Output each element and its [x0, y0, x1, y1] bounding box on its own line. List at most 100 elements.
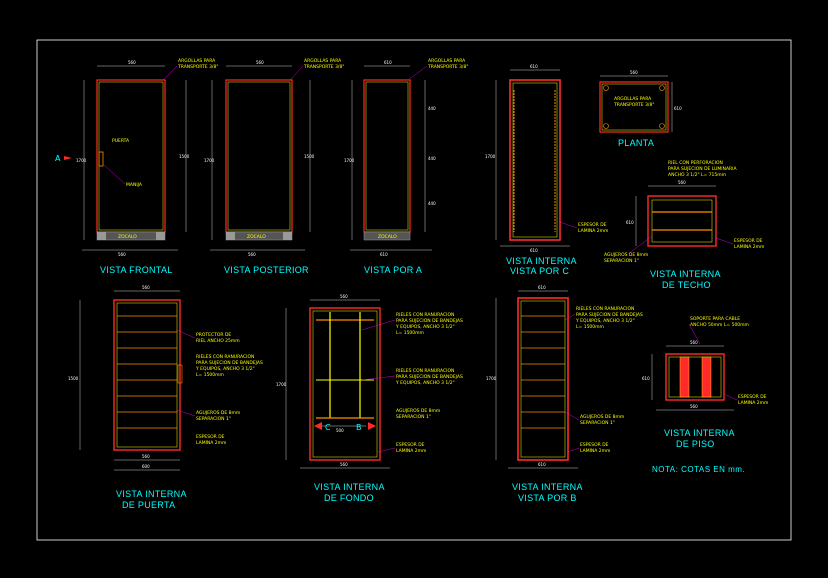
label-rieles-ranuras-3: Y EQUIPOS, ANCHO 3 1/2": [395, 324, 455, 330]
label-riel-perforado-3: ANCHO 3 1/2" L= 715mm: [668, 172, 726, 178]
label-espesor-2: LAMINA 2mm: [580, 448, 610, 454]
label-rieles-ranuras-3: Y EQUIPOS, ANCHO 3 1/2": [195, 366, 255, 372]
back-panel: [227, 81, 291, 231]
dim-bottom: 560: [340, 462, 348, 467]
view-interna-fondo: 560 C B 500 1700 RIELES CON RANURACION P…: [276, 294, 463, 503]
dim-total-height: 1700: [204, 158, 215, 163]
label-protector: PROTECTOR DE: [196, 332, 231, 338]
cable-support-2: [701, 356, 712, 398]
label-espesor: ESPESOR DE: [738, 394, 767, 400]
label-rieles-ranuras: RIELES CON RANURACION: [396, 312, 454, 318]
view-interna-puerta: 560 1500 PROTECTOR DE RIEL ANCHO 25mm RI…: [68, 285, 263, 510]
dim-depth: 610: [626, 220, 634, 225]
dim-rail-span: 500: [336, 428, 344, 433]
title-vista-interna-puerta: VISTA INTERNA: [116, 489, 187, 499]
door-inner-panel: [116, 302, 178, 448]
view-interna-piso: SOPORTE PARA CABLE ANCHO 50mm L= 500mm 5…: [642, 316, 768, 474]
label-manija: MANIJA: [126, 182, 143, 188]
dim-bottom: 560: [118, 252, 126, 257]
floor-outline: [665, 353, 725, 401]
label-espesor-2: LAMINA 2mm: [196, 440, 226, 446]
title-vista-interna-b: VISTA INTERNA: [512, 482, 583, 492]
door-latch: [177, 364, 183, 384]
ceiling-inner: [651, 199, 713, 243]
inner-wall: [512, 82, 558, 238]
label-espesor-2: LAMINA 2mm: [738, 400, 768, 406]
label-agujeros: AGUJEROS DE 8mm: [196, 410, 240, 416]
label-rieles-ranuras-3: Y EQUIPOS, ANCHO 3 1/2": [575, 318, 635, 324]
dim-bottom: 610: [380, 252, 388, 257]
plan-inner: [601, 83, 667, 131]
dim-bottom: 560: [142, 454, 150, 459]
cable-support-1: [679, 356, 690, 398]
label-puerta: PUERTA: [112, 138, 130, 144]
title-de-piso: DE PISO: [676, 439, 715, 449]
plan-outline: [599, 81, 669, 133]
view-interna-b: 610 1700 RIELES CON RANURACION PARA SUJE…: [486, 285, 643, 503]
label-rieles-lisos-3: Y EQUIPOS, ANCHO 3 1/2": [395, 380, 455, 386]
dim-depth: 610: [538, 285, 546, 290]
label-zocalo: ZOCALO: [378, 234, 397, 240]
dim-depth: 610: [642, 376, 650, 381]
label-agujeros: AGUJEROS DE 8mm: [396, 408, 440, 414]
label-espesor: ESPESOR DE: [196, 434, 225, 440]
label-riel-perforado-2: PARA SUJECION DE LUMINARIA: [668, 166, 738, 172]
title-vista-interna-piso: VISTA INTERNA: [664, 428, 735, 438]
dim-width: 560: [128, 60, 136, 65]
dim-height: 1700: [276, 382, 287, 387]
view-interna-techo: RIEL CON PERFORACION PARA SUJECION DE LU…: [604, 160, 764, 290]
ring-icon: [659, 123, 665, 129]
label-protector-2: RIEL ANCHO 25mm: [196, 338, 240, 344]
label-espesor-2: LAMINA 2mm: [734, 244, 764, 250]
dim-height: 1500: [304, 154, 315, 159]
dim-bottom: 560: [248, 252, 256, 257]
label-espesor-2: LAMINA 2mm: [396, 448, 426, 454]
title-de-techo: DE TECHO: [662, 280, 711, 290]
title-de-fondo: DE FONDO: [324, 493, 374, 503]
label-rieles-ranuras-2: PARA SUJECION DE BANDEJAS: [396, 318, 463, 324]
dim-width: 560: [142, 285, 150, 290]
title-vista-interna-c: VISTA INTERNA: [506, 256, 577, 266]
plinth-foot-right: [283, 232, 292, 240]
label-espesor-2: LAMINA 2mm: [578, 228, 608, 234]
label-transporte: TRANSPORTE 3/8": [177, 64, 218, 70]
label-agujeros-2: SEPARACION 1": [196, 416, 231, 422]
label-espesor: ESPESOR DE: [580, 442, 609, 448]
dim-segment-2: 440: [428, 156, 436, 161]
dim-depth: 610: [530, 64, 538, 69]
ring-icon: [603, 123, 609, 129]
label-argollas: ARGOLLAS PARA: [304, 58, 342, 64]
dim-width: 560: [690, 340, 698, 345]
cabinet-section: [509, 79, 561, 241]
title-planta: PLANTA: [618, 138, 654, 148]
shelf-lines: [521, 315, 565, 429]
label-zocalo: ZOCALO: [118, 234, 137, 240]
view-posterior: 560 ZOCALO 1500 1700 ARGOLLAS PARA TRANS…: [204, 58, 344, 275]
dim-width: 560: [340, 294, 348, 299]
dim-segment-3: 440: [428, 201, 436, 206]
dim-segment-1: 440: [428, 106, 436, 111]
back-inner-panel: [312, 310, 378, 458]
side-section-outline: [517, 297, 569, 461]
door-handle: [98, 151, 104, 167]
label-rieles-ranuras-4: L= 1500mm: [196, 372, 224, 378]
label-riel-perforado: RIEL CON PERFORACION: [668, 160, 723, 166]
title-vista-por-a: VISTA POR A: [364, 265, 422, 275]
side-panel: [365, 81, 409, 231]
label-rieles-lisos: RIELES CON RANURACION: [396, 368, 454, 374]
label-rieles-ranuras-2: PARA SUJECION DE BANDEJAS: [196, 360, 263, 366]
label-soporte: SOPORTE PARA CABLE: [690, 316, 740, 322]
dim-width: 560: [256, 60, 264, 65]
dim-bottom-2: 600: [142, 464, 150, 469]
label-agujeros: AGUJEROS DE 8mm: [580, 414, 624, 420]
back-inner-outline: [309, 307, 381, 461]
arrow-b-icon: [368, 422, 376, 430]
dim-bottom: 610: [538, 462, 546, 467]
sheet-frame: [36, 39, 792, 541]
label-argollas: ARGOLLAS PARA: [614, 96, 652, 102]
dim-bottom: 560: [690, 404, 698, 409]
view-frontal: 560 ZOCALO PUERTA MANIJA 1500 1700 ARGOL…: [55, 58, 218, 275]
label-espesor: ESPESOR DE: [578, 222, 607, 228]
plinth-foot-left: [226, 232, 235, 240]
